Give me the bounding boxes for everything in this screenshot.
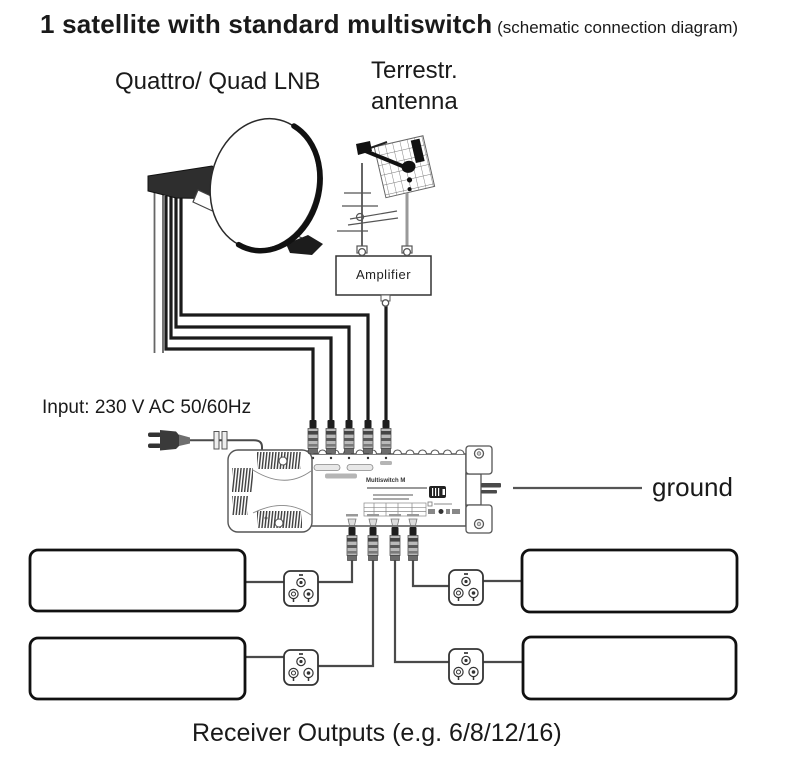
output-port-marks xyxy=(346,514,419,526)
device-print xyxy=(363,486,460,517)
label-amplifier: Amplifier xyxy=(355,267,412,282)
coax-cables xyxy=(164,196,388,421)
satellite-dish-icon xyxy=(147,117,323,353)
label-quattro-quad-lnb: Quattro/ Quad LNB xyxy=(115,68,321,95)
label-terrestrial-antenna: Terrestr. antenna xyxy=(371,55,458,117)
label-ground: ground xyxy=(652,472,733,502)
wall-socket-icon xyxy=(283,570,319,607)
wall-socket-icon xyxy=(448,569,484,606)
multiswitch-print-label: Multiswitch M xyxy=(366,478,406,484)
title-note: (schematic connection diagram) xyxy=(492,18,739,37)
mounting-bracket xyxy=(465,445,501,534)
page-title: 1 satellite with standard multiswitch (s… xyxy=(40,9,738,40)
label-power-input: Input: 230 V AC 50/60Hz xyxy=(42,397,252,418)
terrestrial-input-connector xyxy=(380,419,392,454)
power-supply-section xyxy=(227,449,313,533)
wall-socket-icon xyxy=(283,649,319,686)
label-receiver-outputs: Receiver Outputs (e.g. 6/8/12/16) xyxy=(192,719,562,747)
title-main: 1 satellite with standard multiswitch xyxy=(40,9,493,39)
sat-input-connectors xyxy=(307,419,392,454)
multiswitch-unit xyxy=(227,445,501,534)
output-wires xyxy=(245,560,523,668)
wall-socket-icon xyxy=(448,648,484,685)
label-terrestrial-line1: Terrestr. xyxy=(371,57,458,84)
receiver-box xyxy=(28,636,247,701)
power-plug-icon xyxy=(148,430,263,452)
amplifier-box xyxy=(335,247,432,307)
label-terrestrial-line2: antenna xyxy=(371,88,458,115)
ground-terminal xyxy=(481,483,501,494)
receiver-output-connectors xyxy=(346,526,419,561)
receiver-box xyxy=(28,548,247,613)
uhf-antenna-icon xyxy=(356,135,436,254)
input-port-marks xyxy=(311,456,392,479)
receiver-box xyxy=(521,635,738,701)
receiver-box xyxy=(520,548,739,614)
